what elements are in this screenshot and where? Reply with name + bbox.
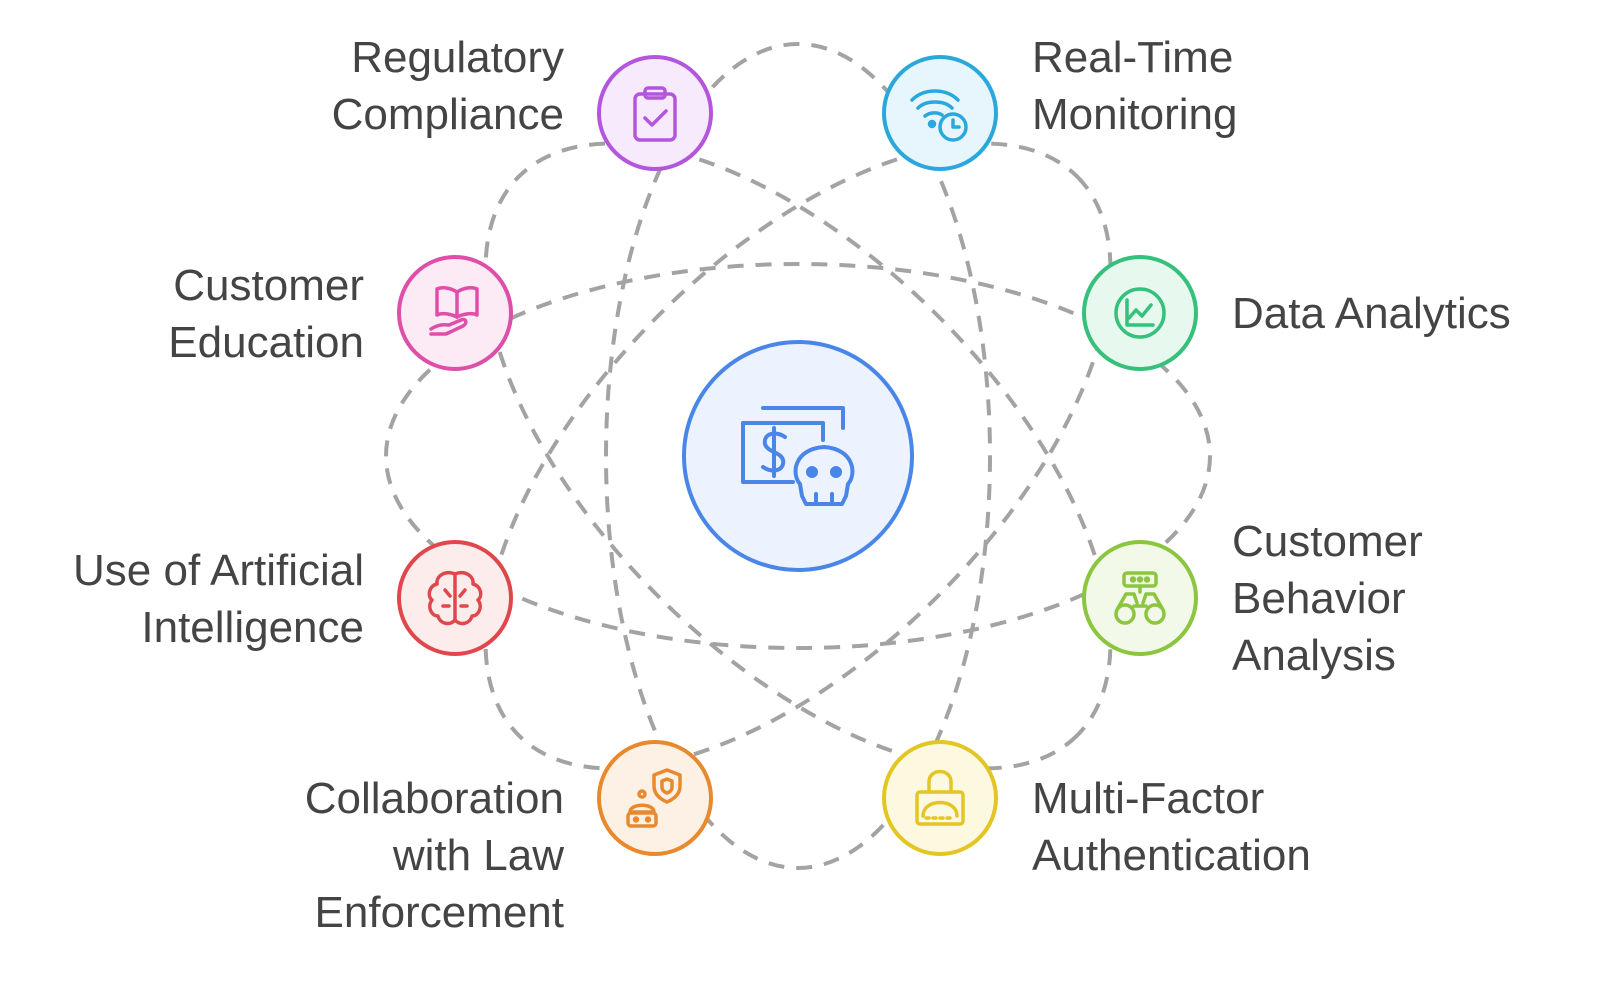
label-customer-education: Customer Education: [168, 261, 364, 367]
node-realtime: [882, 55, 998, 171]
brain-icon: [427, 571, 483, 626]
orbit-vertical: [604, 42, 992, 870]
center-circle: [682, 340, 914, 572]
node-circle: [597, 55, 713, 171]
node-circle: [397, 255, 513, 371]
node-customer-education: [397, 255, 513, 371]
book-hand-icon: [429, 286, 479, 336]
clipboard-check-icon: [633, 86, 677, 142]
node-ai: [397, 540, 513, 656]
wifi-clock-icon: [910, 89, 968, 142]
robot-shield-icon: [626, 768, 682, 828]
node-mfa: [882, 740, 998, 856]
node-behavior: [1082, 540, 1198, 656]
lock-icon: [915, 769, 965, 826]
chart-line-icon: [1114, 287, 1166, 339]
orbit-rings: [384, 42, 1212, 870]
node-circle: [882, 740, 998, 856]
binoculars-icon: [1114, 571, 1166, 625]
money-skull-icon: [741, 406, 855, 506]
label-ai: Use of Artificial Intelligence: [73, 546, 364, 652]
label-data-analytics: Data Analytics: [1232, 289, 1511, 338]
node-law: [597, 740, 713, 856]
label-realtime: Real-Time Monitoring: [1032, 33, 1238, 139]
node-data-analytics: [1082, 255, 1198, 371]
label-behavior: Customer Behavior Analysis: [1232, 517, 1423, 680]
node-circle: [597, 740, 713, 856]
orbit-horizontal: [384, 262, 1212, 650]
label-law: Collaboration with Law Enforcement: [304, 774, 564, 937]
orbit-diagonal-b: [483, 141, 1113, 771]
center-node: [682, 340, 914, 572]
label-regulatory: Regulatory Compliance: [331, 33, 564, 139]
label-mfa: Multi-Factor Authentication: [1032, 774, 1311, 880]
node-circle: [1082, 540, 1198, 656]
orbit-diagonal-a: [483, 141, 1113, 771]
node-regulatory: [597, 55, 713, 171]
